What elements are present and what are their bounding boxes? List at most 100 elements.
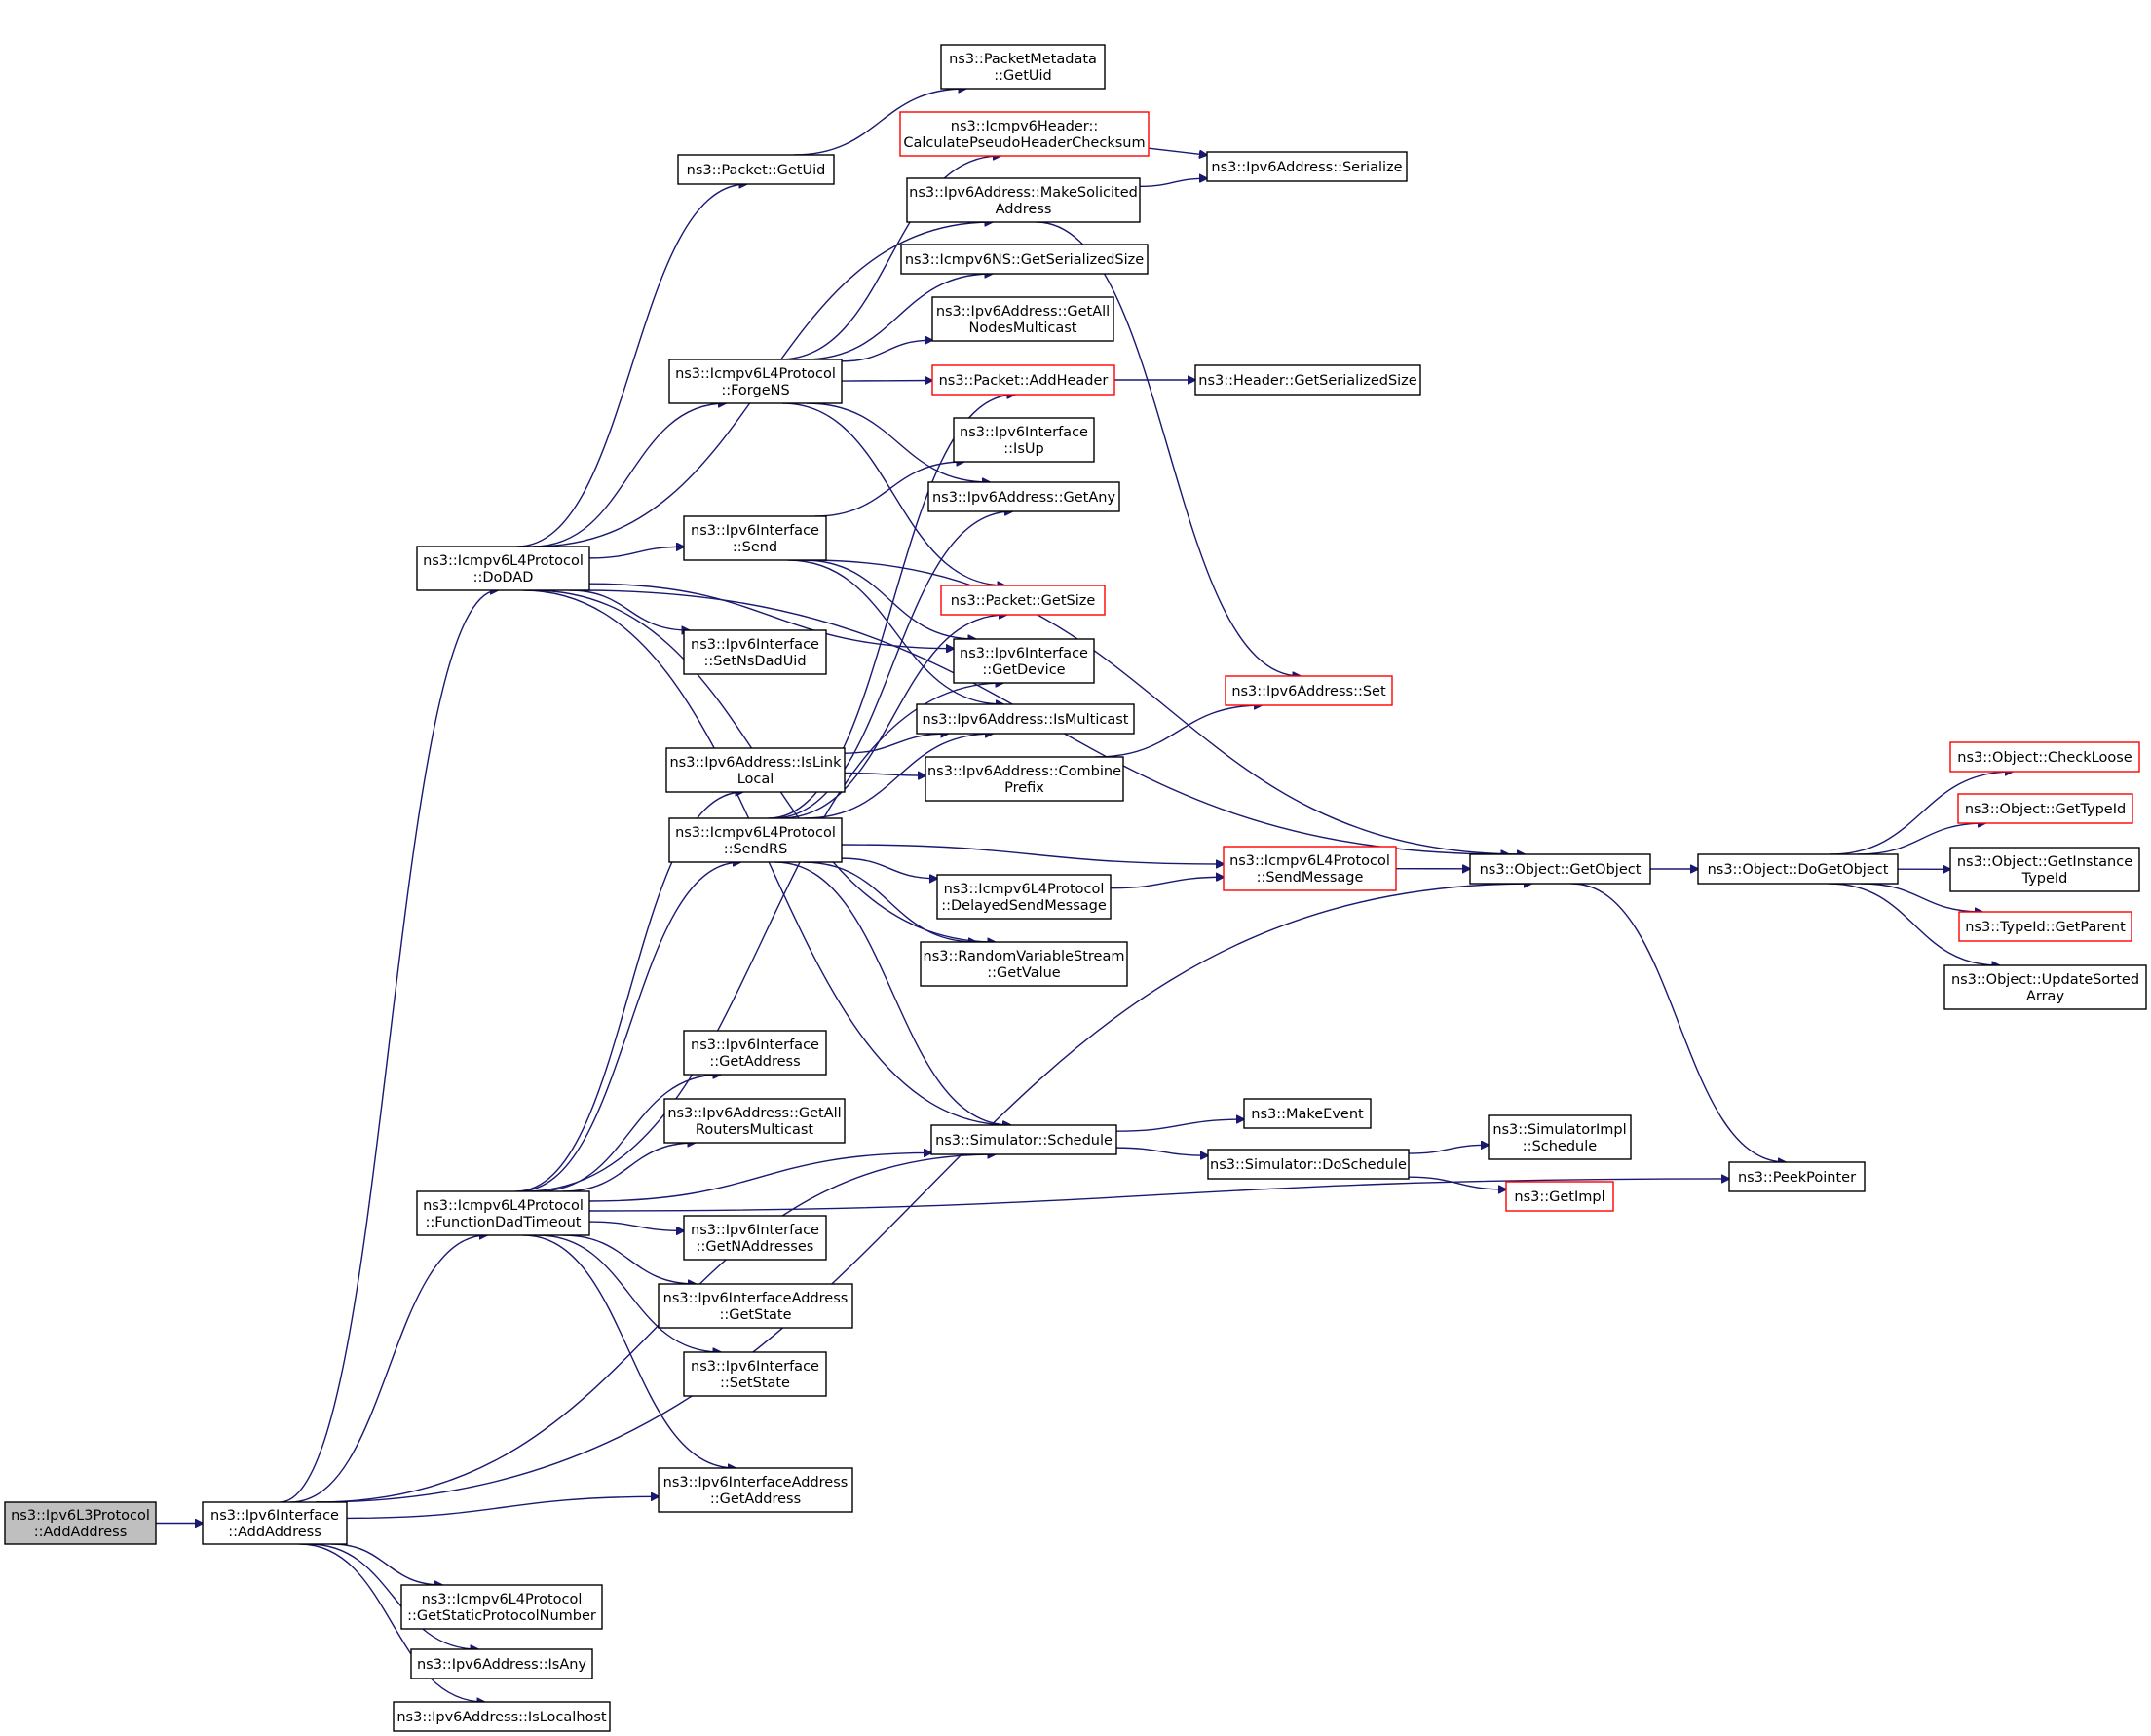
node-isAny[interactable]: ns3::Ipv6Address::IsAny — [410, 1648, 593, 1679]
node-label: ::Schedule — [1523, 1139, 1597, 1154]
call-edge-doDAD-to-setNsDadUid — [569, 589, 689, 630]
node-label: ns3::Object::UpdateSorted — [1951, 972, 2139, 988]
node-simSchedule[interactable]: ns3::Simulator::Schedule — [930, 1124, 1117, 1155]
node-ifaceAddrGetState[interactable]: ns3::Ipv6InterfaceAddress::GetState — [658, 1283, 853, 1329]
node-box — [683, 1030, 827, 1076]
node-label: ::FunctionDadTimeout — [426, 1215, 582, 1230]
node-ifaceSetState[interactable]: ns3::Ipv6Interface::SetState — [683, 1351, 827, 1397]
node-ipv6Serialize[interactable]: ns3::Ipv6Address::Serialize — [1206, 151, 1408, 182]
node-simImplSchedule[interactable]: ns3::SimulatorImpl::Schedule — [1488, 1114, 1632, 1160]
node-label: Local — [737, 772, 774, 787]
node-setNsDadUid[interactable]: ns3::Ipv6Interface::SetNsDadUid — [683, 629, 827, 675]
node-sendRS[interactable]: ns3::Icmpv6L4Protocol::SendRS — [668, 817, 843, 863]
call-edge-sendRS-to-packetGetSize — [779, 615, 1007, 819]
node-getStaticProtocolNumber[interactable]: ns3::Icmpv6L4Protocol::GetStaticProtocol… — [400, 1584, 603, 1630]
node-label: ns3::Packet::AddHeader — [939, 373, 1109, 389]
node-box — [202, 1501, 348, 1545]
node-box — [1225, 675, 1393, 706]
node-label: ::GetState — [720, 1307, 792, 1323]
node-ipv6GetAny[interactable]: ns3::Ipv6Address::GetAny — [927, 481, 1120, 512]
function-nodes: ns3::Ipv6L3Protocol::AddAddressns3::Ipv6… — [4, 44, 2147, 1732]
node-objectGetObject[interactable]: ns3::Object::GetObject — [1469, 853, 1651, 885]
node-peekPointer[interactable]: ns3::PeekPointer — [1728, 1161, 1866, 1192]
node-ipv6Set[interactable]: ns3::Ipv6Address::Set — [1225, 675, 1393, 706]
node-label: ns3::Ipv6Interface — [210, 1508, 339, 1524]
node-isMulticast[interactable]: ns3::Ipv6Address::IsMulticast — [916, 703, 1135, 735]
node-randomGetValue[interactable]: ns3::RandomVariableStream::GetValue — [920, 941, 1128, 987]
call-edge-packetGetUid-to-packetMetadataGetUid — [793, 89, 966, 156]
node-packetGetSize[interactable]: ns3::Packet::GetSize — [940, 585, 1106, 616]
node-box — [1949, 847, 2140, 892]
node-label: ::ForgeNS — [721, 383, 789, 398]
node-label: ns3::Ipv6Address::IsLink — [669, 755, 842, 771]
call-edge-forgeNS-to-getAllNodesMulticast — [841, 340, 932, 362]
node-box — [683, 1351, 827, 1397]
node-isLocalhost[interactable]: ns3::Ipv6Address::IsLocalhost — [393, 1701, 611, 1732]
node-label: ns3::Ipv6Address::Combine — [927, 764, 1121, 779]
call-edge-ifaceAddAddress-to-ifaceAddrGetAddress — [346, 1496, 659, 1520]
node-box — [683, 515, 827, 561]
call-edge-doDAD-to-ifaceSend — [588, 547, 684, 559]
node-packetMetadataGetUid[interactable]: ns3::PacketMetadata::GetUid — [940, 44, 1106, 90]
node-box — [665, 747, 846, 793]
node-delayedSendMessage[interactable]: ns3::Icmpv6L4Protocol::DelayedSendMessag… — [936, 874, 1112, 920]
node-label: ns3::Object::GetObject — [1480, 862, 1642, 878]
node-box — [1697, 853, 1899, 885]
node-getNAddresses[interactable]: ns3::Ipv6Interface::GetNAddresses — [683, 1215, 827, 1261]
node-box — [920, 941, 1128, 987]
call-edge-forgeNS-to-calcPseudo — [778, 156, 1000, 360]
node-label: ::AddAddress — [228, 1525, 321, 1540]
call-edge-simSchedule-to-makeEvent — [1115, 1119, 1244, 1132]
node-sendMessage[interactable]: ns3::Icmpv6L4Protocol::SendMessage — [1223, 846, 1397, 891]
call-edge-forgeNS-to-packetGetSize — [782, 402, 1005, 585]
node-label: ::GetValue — [987, 965, 1061, 981]
node-forgeNS[interactable]: ns3::Icmpv6L4Protocol::ForgeNS — [668, 359, 843, 404]
node-box — [393, 1701, 611, 1732]
call-edge-objectDoGetObject-to-checkLoose — [1830, 772, 2013, 855]
node-box — [416, 1190, 590, 1236]
node-nsGetSerializedSize[interactable]: ns3::Icmpv6NS::GetSerializedSize — [900, 244, 1149, 275]
node-calcPseudo[interactable]: ns3::Icmpv6Header::CalculatePseudoHeader… — [899, 111, 1150, 157]
node-getTypeId[interactable]: ns3::Object::GetTypeId — [1957, 793, 2133, 824]
call-edge-delayedSendMessage-to-sendMessage — [1110, 877, 1224, 889]
node-label: ns3::Ipv6Interface — [691, 1223, 819, 1238]
node-functionDadTimeout[interactable]: ns3::Icmpv6L4Protocol::FunctionDadTimeou… — [416, 1190, 590, 1236]
call-edge-simDoSchedule-to-simImplSchedule — [1408, 1145, 1489, 1154]
node-ifaceIsUp[interactable]: ns3::Ipv6Interface::IsUp — [953, 417, 1095, 463]
node-headerGetSerializedSize[interactable]: ns3::Header::GetSerializedSize — [1194, 364, 1421, 396]
node-packetGetUid[interactable]: ns3::Packet::GetUid — [677, 154, 835, 185]
node-objectDoGetObject[interactable]: ns3::Object::DoGetObject — [1697, 853, 1899, 885]
node-ifaceAddAddress[interactable]: ns3::Ipv6Interface::AddAddress — [202, 1501, 348, 1545]
node-label: ns3::RandomVariableStream — [924, 949, 1125, 964]
node-packetAddHeader[interactable]: ns3::Packet::AddHeader — [931, 364, 1115, 396]
node-checkLoose[interactable]: ns3::Object::CheckLoose — [1949, 741, 2140, 773]
node-box — [940, 585, 1106, 616]
node-makeEvent[interactable]: ns3::MakeEvent — [1243, 1098, 1372, 1129]
node-label: ns3::Object::DoGetObject — [1708, 862, 1889, 878]
node-ifaceGetDevice[interactable]: ns3::Ipv6Interface::GetDevice — [953, 638, 1095, 684]
node-label: ::AddAddress — [34, 1525, 128, 1540]
node-label: ns3::Ipv6Interface — [691, 1038, 819, 1053]
node-doDAD[interactable]: ns3::Icmpv6L4Protocol::DoDAD — [416, 546, 590, 591]
call-edge-functionDadTimeout-to-simSchedule — [588, 1152, 931, 1202]
call-edge-sendRS-to-sendMessage — [841, 844, 1224, 864]
node-getImpl[interactable]: ns3::GetImpl — [1505, 1181, 1614, 1212]
node-label: ns3::Ipv6Address::IsAny — [417, 1657, 586, 1673]
node-ifaceSend[interactable]: ns3::Ipv6Interface::Send — [683, 515, 827, 561]
call-edge-simSchedule-to-simDoSchedule — [1115, 1147, 1208, 1155]
node-label: RoutersMulticast — [696, 1122, 813, 1138]
node-ifaceAddrGetAddress[interactable]: ns3::Ipv6InterfaceAddress::GetAddress — [658, 1467, 853, 1513]
node-label: ns3::Icmpv6L4Protocol — [675, 825, 836, 841]
node-root[interactable]: ns3::Ipv6L3Protocol::AddAddress — [4, 1501, 157, 1545]
node-typeIdGetParent[interactable]: ns3::TypeId::GetParent — [1958, 911, 2132, 942]
node-simDoSchedule[interactable]: ns3::Simulator::DoSchedule — [1207, 1149, 1410, 1180]
node-box — [953, 638, 1095, 684]
node-ifaceGetAddress[interactable]: ns3::Ipv6Interface::GetAddress — [683, 1030, 827, 1076]
